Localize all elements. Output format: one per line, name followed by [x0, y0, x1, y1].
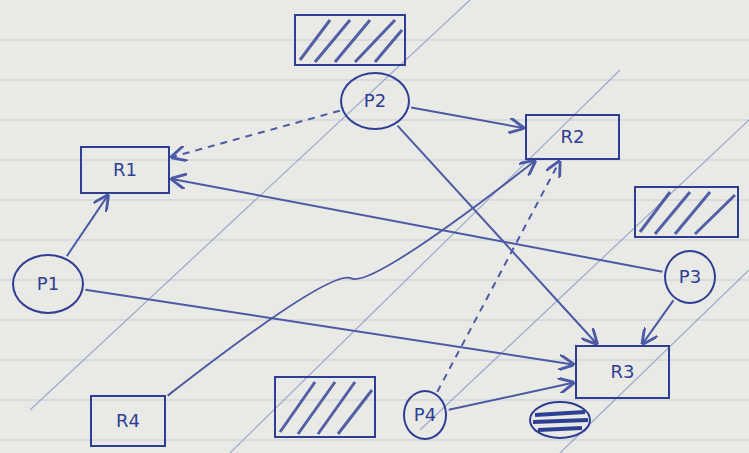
request-arrow: [449, 383, 573, 410]
resource-box: R3: [575, 345, 670, 399]
request-arrow: [85, 290, 573, 365]
node-label: R1: [113, 160, 137, 180]
request-arrow: [643, 300, 674, 343]
process-circle: P2: [340, 72, 410, 130]
node-label: P1: [37, 274, 59, 294]
diagonal-guide-lines: [30, 0, 749, 453]
process-circle: P1: [12, 254, 84, 314]
request-arrow: [67, 196, 108, 257]
resource-box: R4: [90, 395, 166, 447]
request-arrow: [172, 179, 662, 272]
grid-lines: [0, 40, 749, 440]
node-label: P2: [364, 91, 386, 111]
process-circle: P3: [664, 250, 716, 304]
request-arrow: [437, 162, 559, 392]
request-arrow: [168, 161, 535, 396]
node-label: R2: [561, 127, 585, 147]
scribbled-boxes: [275, 15, 738, 438]
node-label: R4: [116, 411, 140, 431]
request-arrow: [411, 108, 523, 128]
node-label: P3: [679, 267, 701, 287]
resource-box: R1: [80, 146, 170, 194]
node-label: R3: [611, 362, 635, 382]
node-label: P4: [414, 405, 436, 425]
request-arrow: [172, 111, 340, 157]
process-circle: P4: [403, 390, 447, 440]
resource-box: R2: [525, 114, 620, 160]
